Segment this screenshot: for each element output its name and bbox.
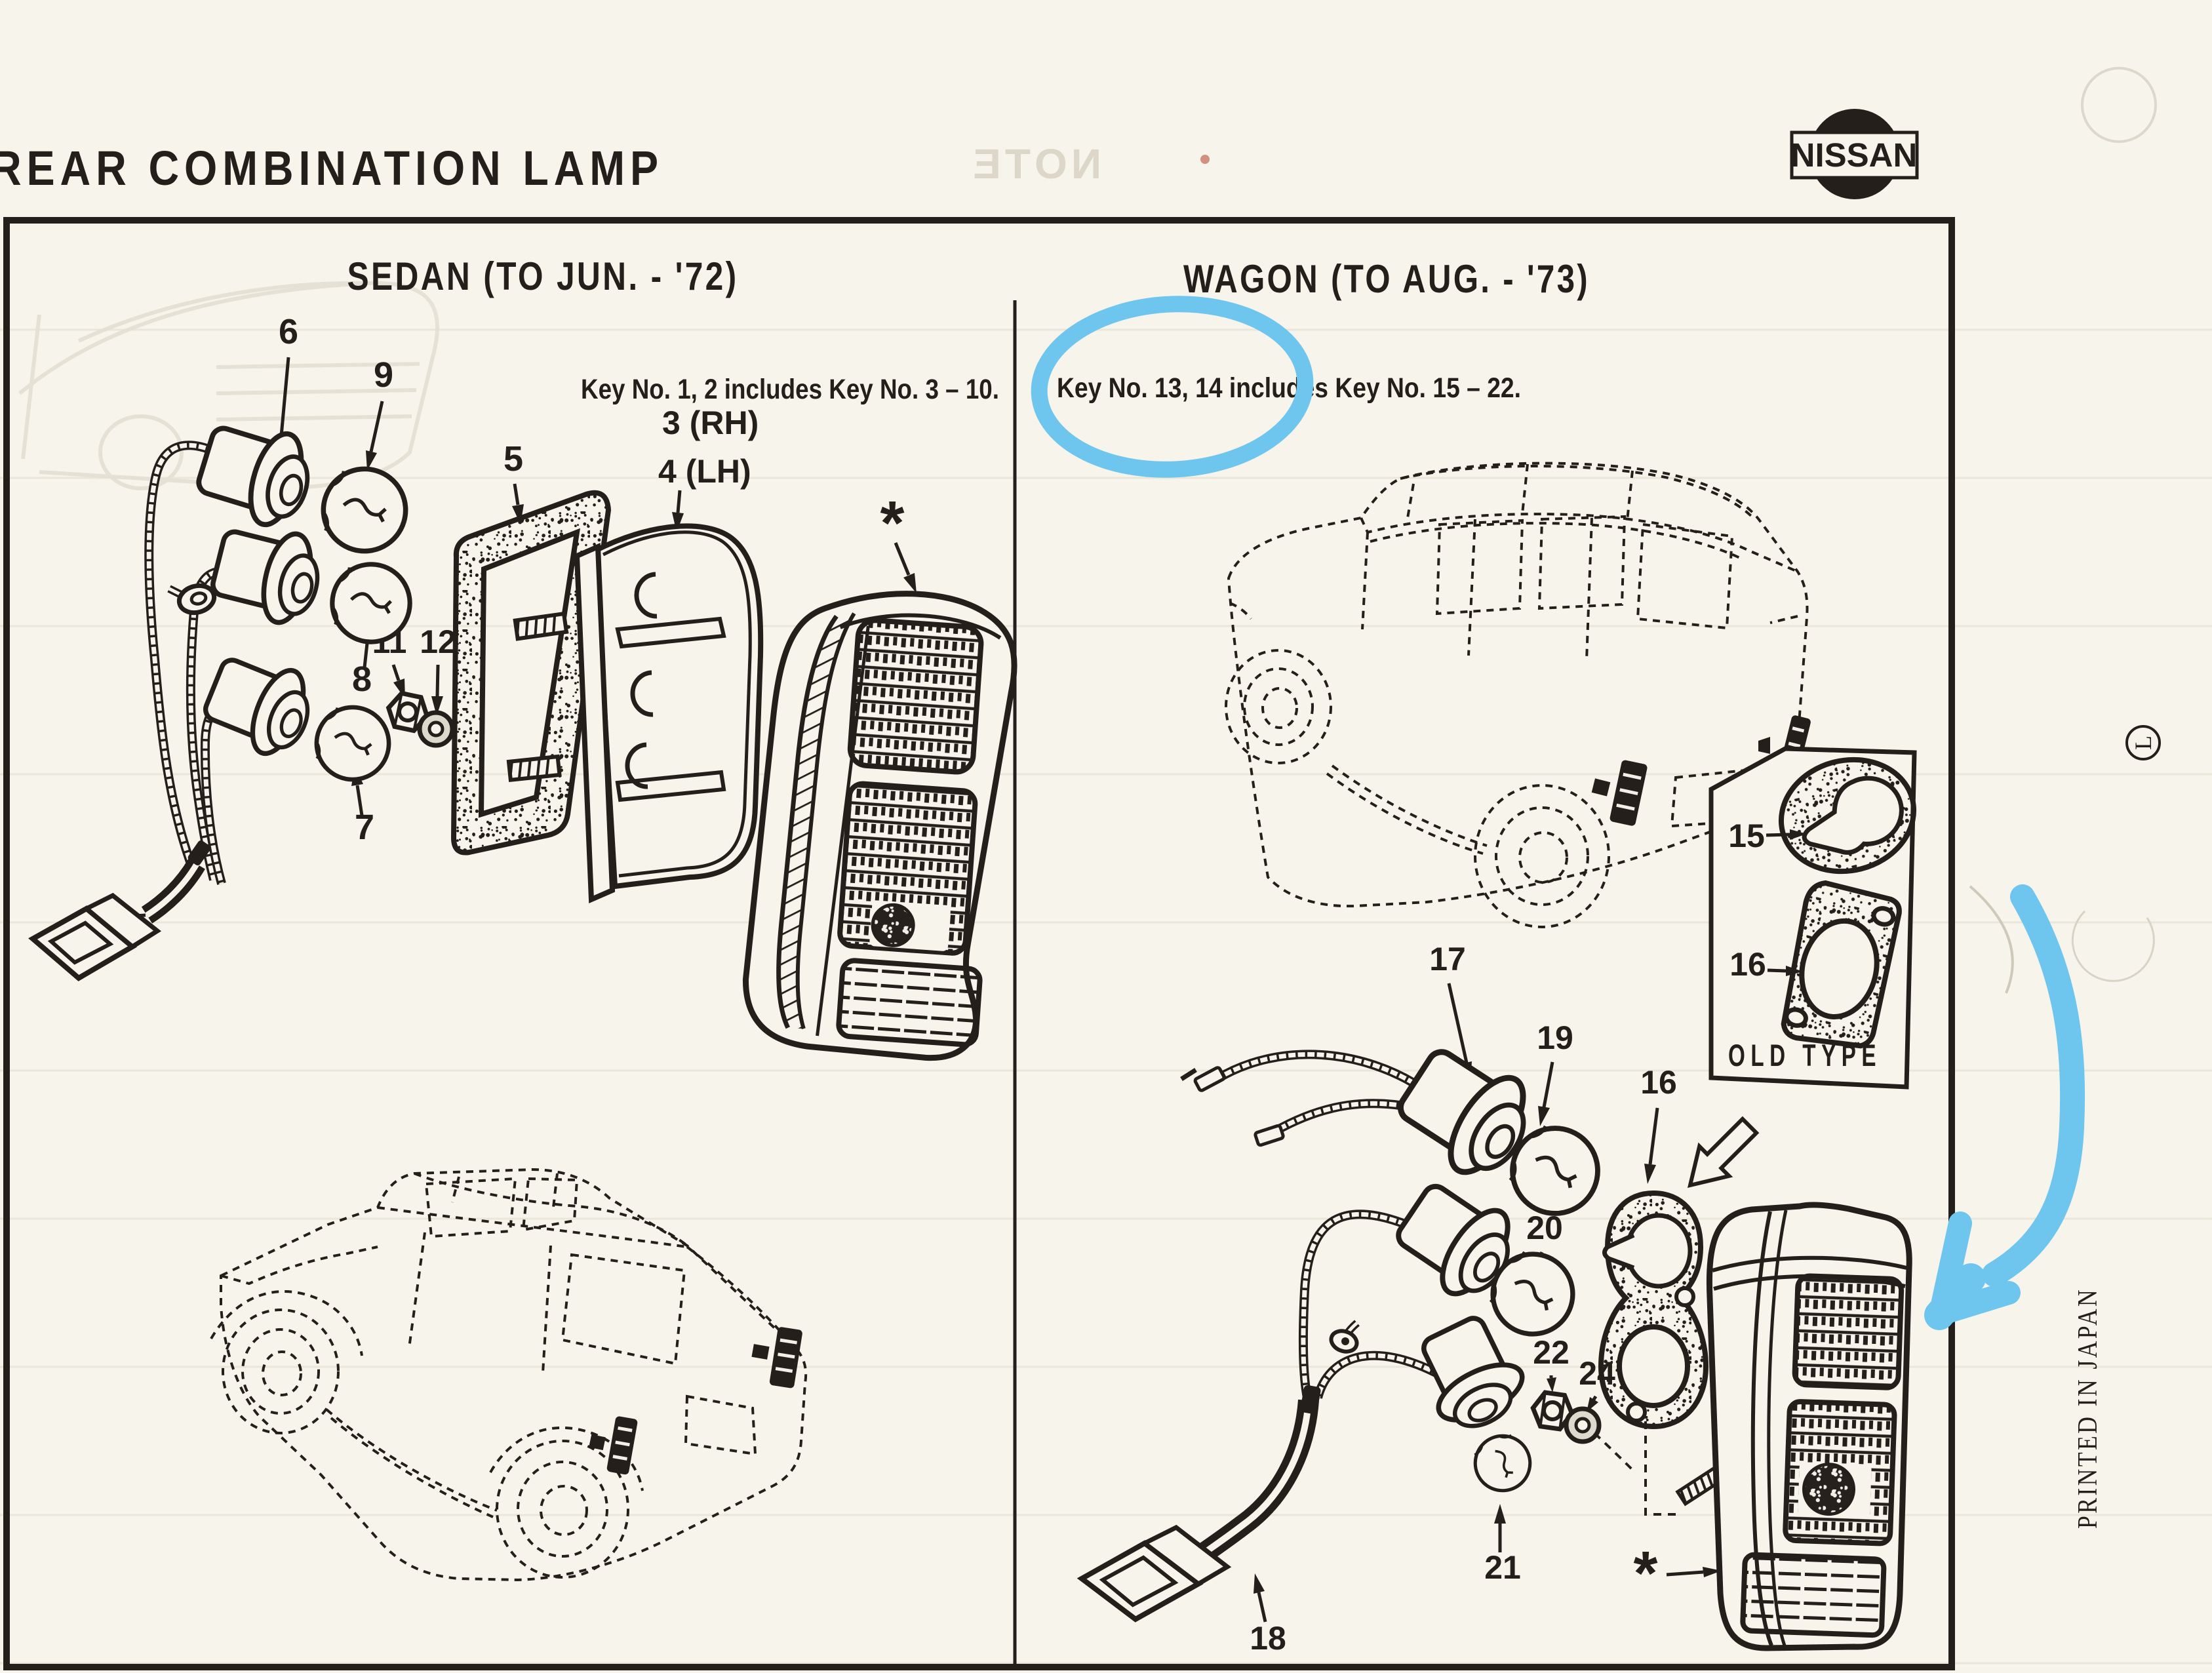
svg-text:17: 17 [1429,941,1466,977]
svg-text:*: * [1634,1539,1658,1608]
svg-text:Key No. 1, 2 includes Key No.: Key No. 1, 2 includes Key No. 3 – 10. [581,374,999,405]
svg-text:4 (LH): 4 (LH) [658,453,751,490]
svg-text:7: 7 [355,808,374,847]
svg-text:3 (RH): 3 (RH) [662,404,759,441]
svg-text:22: 22 [1533,1334,1570,1371]
svg-text:6: 6 [279,312,298,351]
svg-text:12: 12 [420,623,456,660]
svg-text:PRINTED IN JAPAN: PRINTED IN JAPAN [2073,1288,2103,1529]
svg-text:*: * [880,488,905,558]
svg-text:16: 16 [1729,946,1766,983]
svg-text:18: 18 [1250,1620,1286,1657]
svg-text:5: 5 [504,439,523,479]
svg-text:9: 9 [374,355,393,395]
svg-text:8: 8 [352,659,372,699]
svg-text:16: 16 [1640,1064,1677,1101]
svg-text:15: 15 [1728,817,1765,854]
svg-text:Key No. 13, 14 includes Key No: Key No. 13, 14 includes Key No. 15 – 22. [1057,372,1521,404]
svg-text:SEDAN (TO JUN. - '72): SEDAN (TO JUN. - '72) [347,254,739,298]
svg-text:WAGON (TO AUG. - '73): WAGON (TO AUG. - '73) [1183,257,1590,301]
svg-text:NOTE: NOTE [969,140,1101,187]
svg-text:19: 19 [1537,1019,1573,1056]
svg-text:L: L [2130,736,2156,750]
svg-text:REAR COMBINATION LAMP: REAR COMBINATION LAMP [0,141,663,195]
svg-text:NISSAN: NISSAN [1791,136,1918,174]
svg-text:21: 21 [1484,1549,1521,1586]
